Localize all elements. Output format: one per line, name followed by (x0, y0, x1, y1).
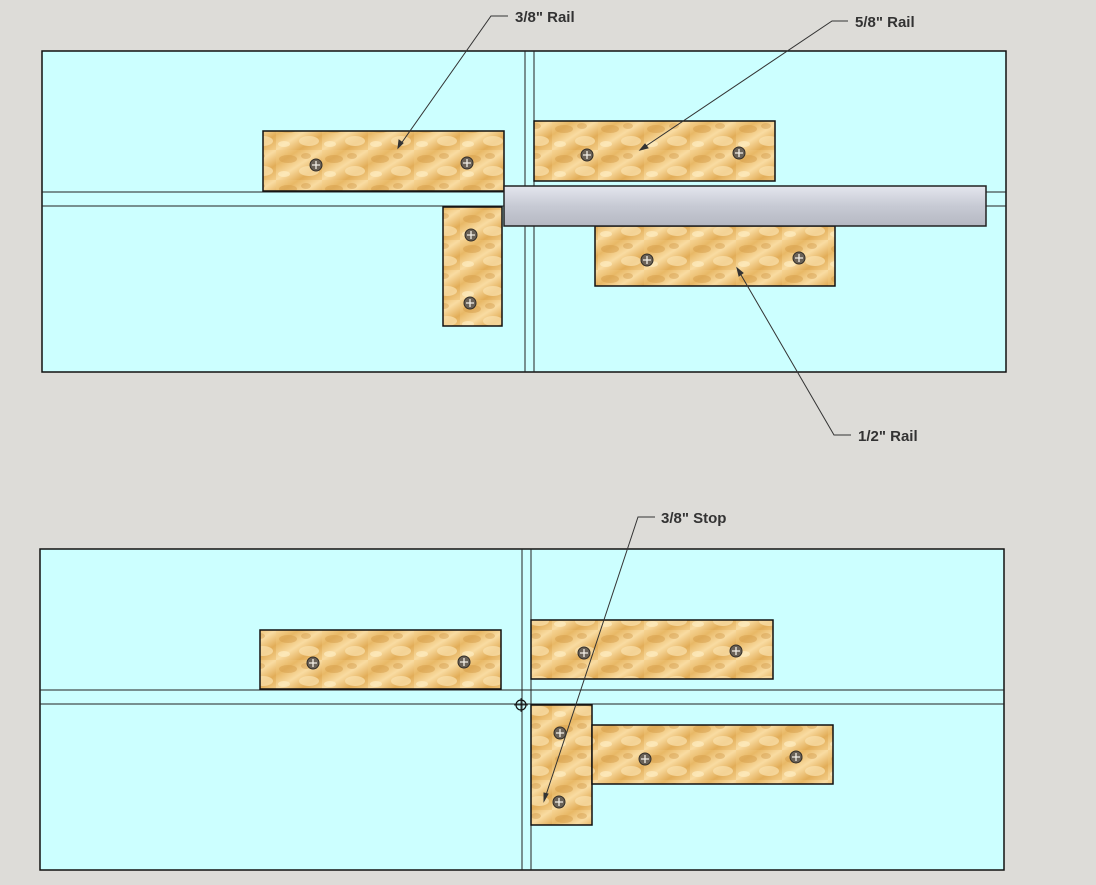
phillips-screw-icon (638, 752, 652, 766)
phillips-screw-icon (732, 146, 746, 160)
phillips-screw-icon (457, 655, 471, 669)
label-stop-3-8: 3/8" Stop (661, 510, 726, 527)
phillips-screw-icon (789, 750, 803, 764)
phillips-screw-icon (553, 726, 567, 740)
phillips-screw-icon (552, 795, 566, 809)
leader-rail-3-8 (397, 15, 508, 150)
crosshair-circle-icon (514, 698, 528, 712)
phillips-screw-icon (640, 253, 654, 267)
label-rail-5-8: 5/8" Rail (855, 14, 915, 31)
phillips-screw-icon (460, 156, 474, 170)
label-rail-3-8: 3/8" Rail (515, 9, 575, 26)
leader-rail-1-2 (736, 266, 851, 436)
leader-stop-3-8 (543, 516, 655, 803)
phillips-screw-icon (792, 251, 806, 265)
leader-rail-5-8 (638, 20, 848, 151)
phillips-screw-icon (464, 228, 478, 242)
phillips-screw-icon (463, 296, 477, 310)
phillips-screw-icon (306, 656, 320, 670)
phillips-screw-icon (729, 644, 743, 658)
steel-bar (503, 185, 987, 227)
bottom-view: 3/8" Stop (39, 510, 1005, 871)
label-rail-1-2: 1/2" Rail (858, 428, 918, 445)
top-view: 3/8" Rail 5/8" Rail 1/2" Rail (41, 9, 1007, 445)
phillips-screw-icon (580, 148, 594, 162)
phillips-screw-icon (577, 646, 591, 660)
phillips-screw-icon (309, 158, 323, 172)
